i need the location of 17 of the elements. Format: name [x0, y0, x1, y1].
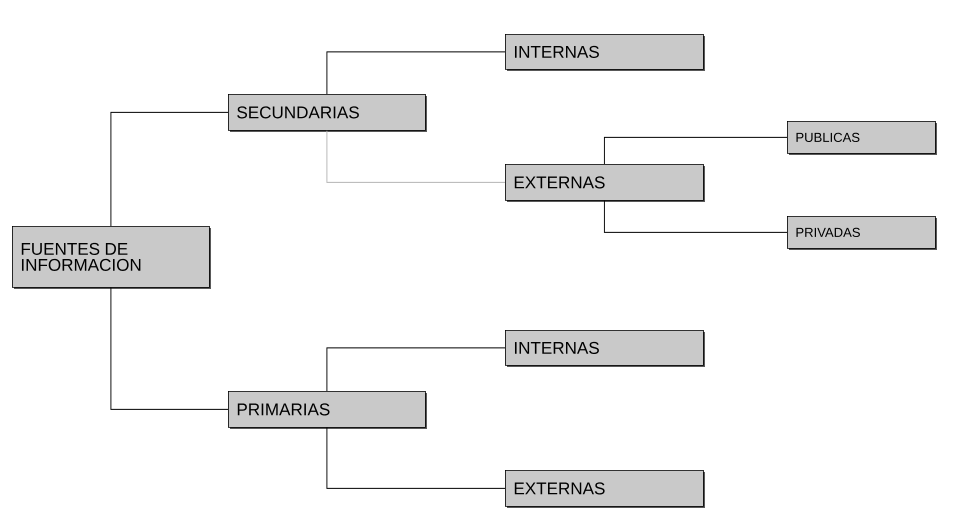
process-box: EXTERNAS: [505, 164, 704, 201]
connector-line: [326, 347, 506, 392]
process-box: FUENTES DE INFORMACION: [12, 226, 210, 288]
connector-line: [326, 427, 506, 489]
connector-line: [604, 136, 788, 164]
process-box: PUBLICAS: [787, 121, 936, 154]
process-box: INTERNAS: [505, 34, 704, 70]
process-box: PRIMARIAS: [228, 391, 426, 428]
connector-line: [110, 112, 228, 226]
connector-line: [604, 200, 788, 233]
connector-line: [326, 130, 506, 183]
connector-line: [326, 51, 506, 94]
connector-line: [110, 287, 228, 410]
process-box: SECUNDARIAS: [228, 94, 426, 131]
process-box: INTERNAS: [505, 330, 704, 366]
process-box: PRIVADAS: [787, 216, 936, 249]
process-box: EXTERNAS: [505, 470, 704, 507]
